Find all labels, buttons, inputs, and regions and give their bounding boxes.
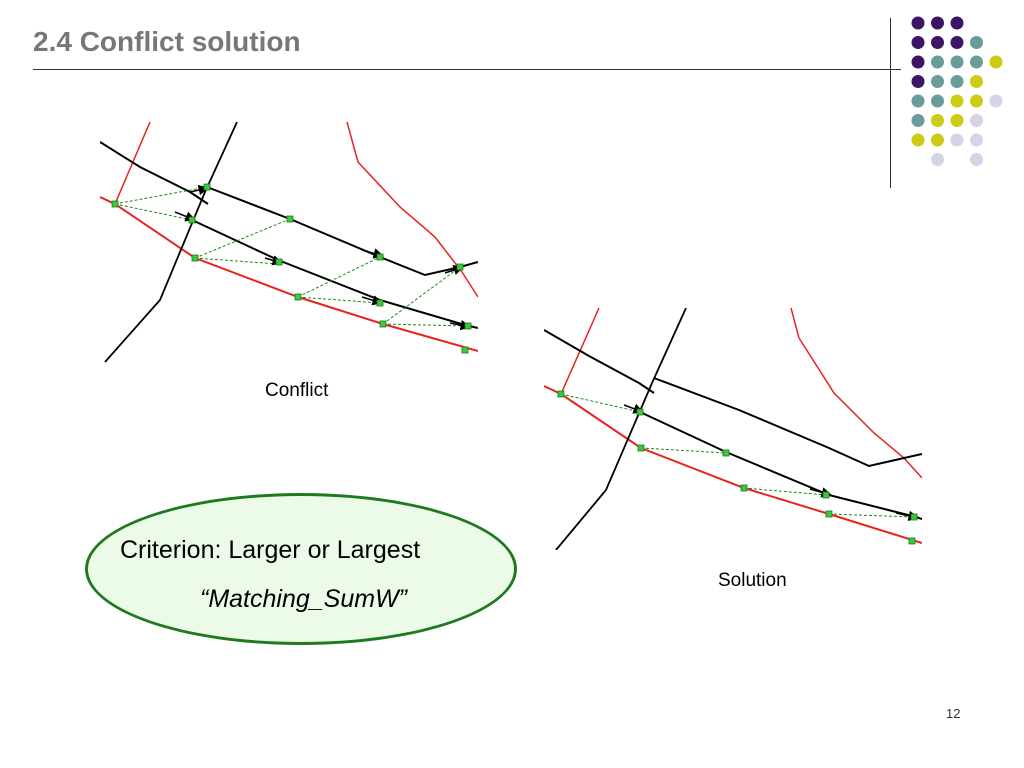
decorative-dot xyxy=(989,94,1003,108)
decorative-dot xyxy=(911,55,925,69)
decorative-dot xyxy=(911,36,925,49)
road-b-segment xyxy=(346,122,478,298)
matching-link xyxy=(560,393,641,413)
road-a-segment xyxy=(653,377,922,468)
node xyxy=(822,491,830,499)
decorative-dot xyxy=(931,114,944,127)
decorative-dot xyxy=(950,16,964,30)
matching-link xyxy=(828,513,915,518)
matching-link xyxy=(114,186,208,205)
matching-link xyxy=(194,218,291,259)
criterion-ellipse xyxy=(85,493,517,645)
slide-title: 2.4 Conflict solution xyxy=(33,26,301,57)
decorative-dot xyxy=(950,133,964,147)
decorative-dot xyxy=(970,36,983,49)
matching-link xyxy=(382,266,461,325)
node xyxy=(376,299,384,307)
decorative-dot xyxy=(911,94,925,108)
node xyxy=(275,258,283,266)
node xyxy=(637,444,645,452)
node xyxy=(464,322,472,330)
decorative-dot xyxy=(970,75,983,88)
decorative-dot xyxy=(911,16,925,30)
decorative-dot xyxy=(950,75,964,88)
matching-link xyxy=(297,256,381,298)
decorative-dot xyxy=(970,94,983,108)
page-number: 12 xyxy=(946,706,961,721)
node xyxy=(636,408,644,416)
node xyxy=(456,263,464,271)
node xyxy=(557,390,565,398)
decorative-dot xyxy=(950,94,964,108)
decorative-dot xyxy=(970,114,983,127)
road-a-segment xyxy=(104,122,238,363)
node xyxy=(722,449,730,457)
title-underline xyxy=(33,69,901,70)
node xyxy=(286,215,294,223)
node xyxy=(203,183,211,191)
decorative-dot xyxy=(911,75,925,88)
node xyxy=(740,484,748,492)
road-b-segment xyxy=(790,308,922,479)
criterion-term: “Matching_SumW” xyxy=(200,585,407,613)
decorative-dot xyxy=(970,55,983,69)
node xyxy=(910,513,918,521)
conflict-caption: Conflict xyxy=(265,380,329,401)
road-a-segment xyxy=(100,141,209,205)
criterion-label: Criterion: Larger or Largest xyxy=(120,536,421,564)
decorative-dot-grid xyxy=(911,16,1003,166)
node xyxy=(825,510,833,518)
decorative-dot xyxy=(931,133,944,147)
matching-link xyxy=(640,447,727,454)
road-a-segment xyxy=(555,308,687,550)
decorative-dot xyxy=(931,153,944,166)
decorative-dot xyxy=(950,114,964,127)
matching-link xyxy=(194,257,279,265)
matching-link xyxy=(382,323,469,327)
decorative-dot xyxy=(911,133,925,147)
node xyxy=(908,537,916,545)
decorative-dot xyxy=(970,153,983,166)
conflict-figure xyxy=(100,122,478,363)
decorative-dot xyxy=(950,36,964,49)
decorative-dot xyxy=(911,114,925,127)
decorative-dot xyxy=(931,36,944,49)
decorative-dot xyxy=(931,75,944,88)
node xyxy=(376,253,384,261)
decorative-dot xyxy=(970,133,983,147)
header-vertical-rule xyxy=(890,18,891,188)
node xyxy=(188,216,196,224)
solution-caption: Solution xyxy=(718,570,787,591)
node xyxy=(461,346,469,354)
node xyxy=(294,293,302,301)
node xyxy=(191,254,199,262)
decorative-dot xyxy=(931,55,944,69)
node xyxy=(111,200,119,208)
matching-link xyxy=(114,203,193,221)
matching-link xyxy=(743,487,827,496)
solution-figure xyxy=(544,308,922,550)
matching-link xyxy=(297,296,381,304)
decorative-dot xyxy=(931,16,944,30)
decorative-dot xyxy=(989,55,1003,69)
decorative-dot xyxy=(950,55,964,69)
decorative-dot xyxy=(931,94,944,108)
node xyxy=(379,320,387,328)
road-a-segment xyxy=(544,329,655,394)
